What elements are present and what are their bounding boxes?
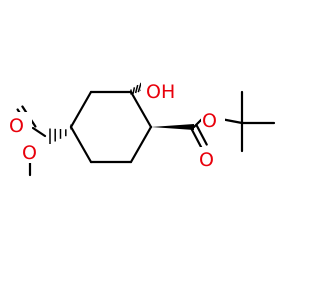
ring-bond — [129, 90, 153, 129]
carbonyl-double-bond — [195, 124, 208, 146]
o-label-bg — [201, 107, 225, 131]
methyl-carbonyl-oxygen-label: O — [9, 115, 24, 137]
methyl-ester-oxygen-label: O — [22, 142, 37, 164]
wedge-bond-tbu-ester — [151, 124, 194, 130]
hydroxyl-label: OH — [146, 81, 175, 103]
oh-label-bg — [141, 76, 187, 102]
carbonyl-double-bond — [190, 127, 203, 149]
o-label-bg — [8, 112, 32, 136]
ester-bond — [31, 126, 47, 138]
ring-bond — [69, 125, 93, 164]
o-label-bg — [198, 147, 222, 171]
o-label-bg — [21, 139, 45, 163]
molecule-diagram: OH O O O O — [8, 76, 276, 177]
tbu-carbonyl-oxygen-label: O — [199, 149, 214, 171]
ring-bond — [69, 90, 93, 129]
tbu-ester-oxygen-label: O — [202, 110, 217, 132]
ring-bond — [129, 125, 153, 164]
hashed-bond-methyl-ester — [49, 124, 72, 144]
